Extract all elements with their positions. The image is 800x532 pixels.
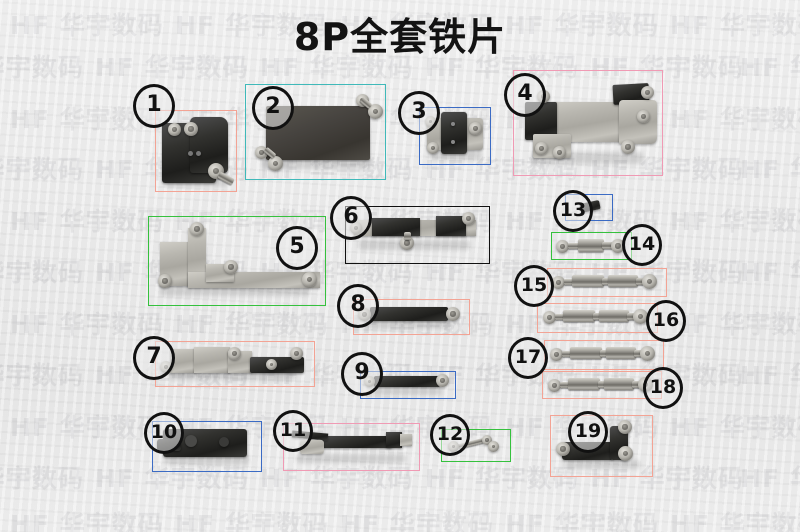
part-callout-9[interactable]: 9 [341, 352, 383, 396]
watermark-text: HF 华宇数码 [175, 310, 329, 339]
part-callout-3[interactable]: 3 [398, 91, 440, 135]
part-bounding-box-19[interactable] [550, 415, 653, 477]
part-callout-18[interactable]: 18 [643, 367, 683, 409]
watermark-text: HF 华宇数码 [340, 510, 494, 532]
part-bounding-box-7[interactable] [155, 341, 315, 387]
watermark-text: HF 华宇数码 [0, 464, 84, 493]
part-callout-5[interactable]: 5 [276, 226, 318, 270]
watermark-text: HF 华宇数码 [670, 310, 800, 339]
part-callout-7[interactable]: 7 [133, 336, 175, 380]
part-callout-12[interactable]: 12 [430, 414, 470, 456]
watermark-text: HF 华宇数码 [670, 207, 800, 236]
part-callout-4[interactable]: 4 [504, 73, 546, 117]
part-artwork-17 [550, 344, 660, 364]
part-callout-1[interactable]: 1 [133, 84, 175, 128]
part-bounding-box-17[interactable] [544, 340, 664, 370]
watermark-text: HF 华宇数码 [505, 510, 659, 532]
watermark-text: HF 华宇数码 [740, 464, 800, 493]
part-callout-17[interactable]: 17 [508, 337, 548, 379]
part-callout-2[interactable]: 2 [252, 86, 294, 130]
part-callout-6[interactable]: 6 [330, 196, 372, 240]
part-callout-16[interactable]: 16 [646, 300, 686, 342]
part-callout-15[interactable]: 15 [514, 265, 554, 307]
part-bounding-box-15[interactable] [547, 268, 667, 297]
part-bounding-box-14[interactable] [551, 232, 632, 260]
part-bounding-box-3[interactable] [419, 107, 491, 165]
watermark-text: HF 华宇数码 [10, 207, 164, 236]
watermark-text: HF 华宇数码 [175, 510, 329, 532]
watermark-text: HF 华宇数码 [10, 310, 164, 339]
watermark-text: HF 华宇数码 [740, 361, 800, 390]
page-title: 8P全套铁片 [293, 15, 507, 59]
part-callout-13[interactable]: 13 [553, 190, 593, 232]
watermark-text: HF 华宇数码 [670, 510, 800, 532]
part-artwork-1 [160, 113, 235, 189]
watermark-text: HF 华宇数码 [740, 258, 800, 287]
part-callout-19[interactable]: 19 [568, 411, 608, 453]
watermark-text: HF 华宇数码 [10, 510, 164, 532]
part-callout-10[interactable]: 10 [144, 412, 184, 454]
watermark-text: HF 华宇数码 [10, 413, 164, 442]
part-bounding-box-4[interactable] [513, 70, 663, 176]
part-artwork-7 [160, 345, 310, 385]
watermark-text: HF 华宇数码 [670, 105, 800, 134]
part-bounding-box-1[interactable] [155, 110, 237, 192]
part-artwork-16 [543, 307, 653, 327]
watermark-text: HF 华宇数码 [0, 155, 84, 184]
watermark-text: HF 华宇数码 [0, 258, 84, 287]
part-bounding-box-5[interactable] [148, 216, 326, 306]
watermark-text: HF 华宇数码 [0, 361, 84, 390]
watermark-text: HF 华宇数码 [670, 413, 800, 442]
part-bounding-box-16[interactable] [537, 303, 658, 333]
watermark-text: HF 华宇数码 [740, 155, 800, 184]
part-artwork-5 [152, 220, 324, 304]
part-callout-14[interactable]: 14 [622, 224, 662, 266]
part-callout-11[interactable]: 11 [273, 410, 313, 452]
part-artwork-14 [556, 236, 628, 256]
part-callout-8[interactable]: 8 [337, 284, 379, 328]
part-artwork-15 [552, 272, 662, 292]
part-bounding-box-2[interactable] [245, 84, 386, 180]
part-artwork-18 [548, 375, 658, 395]
